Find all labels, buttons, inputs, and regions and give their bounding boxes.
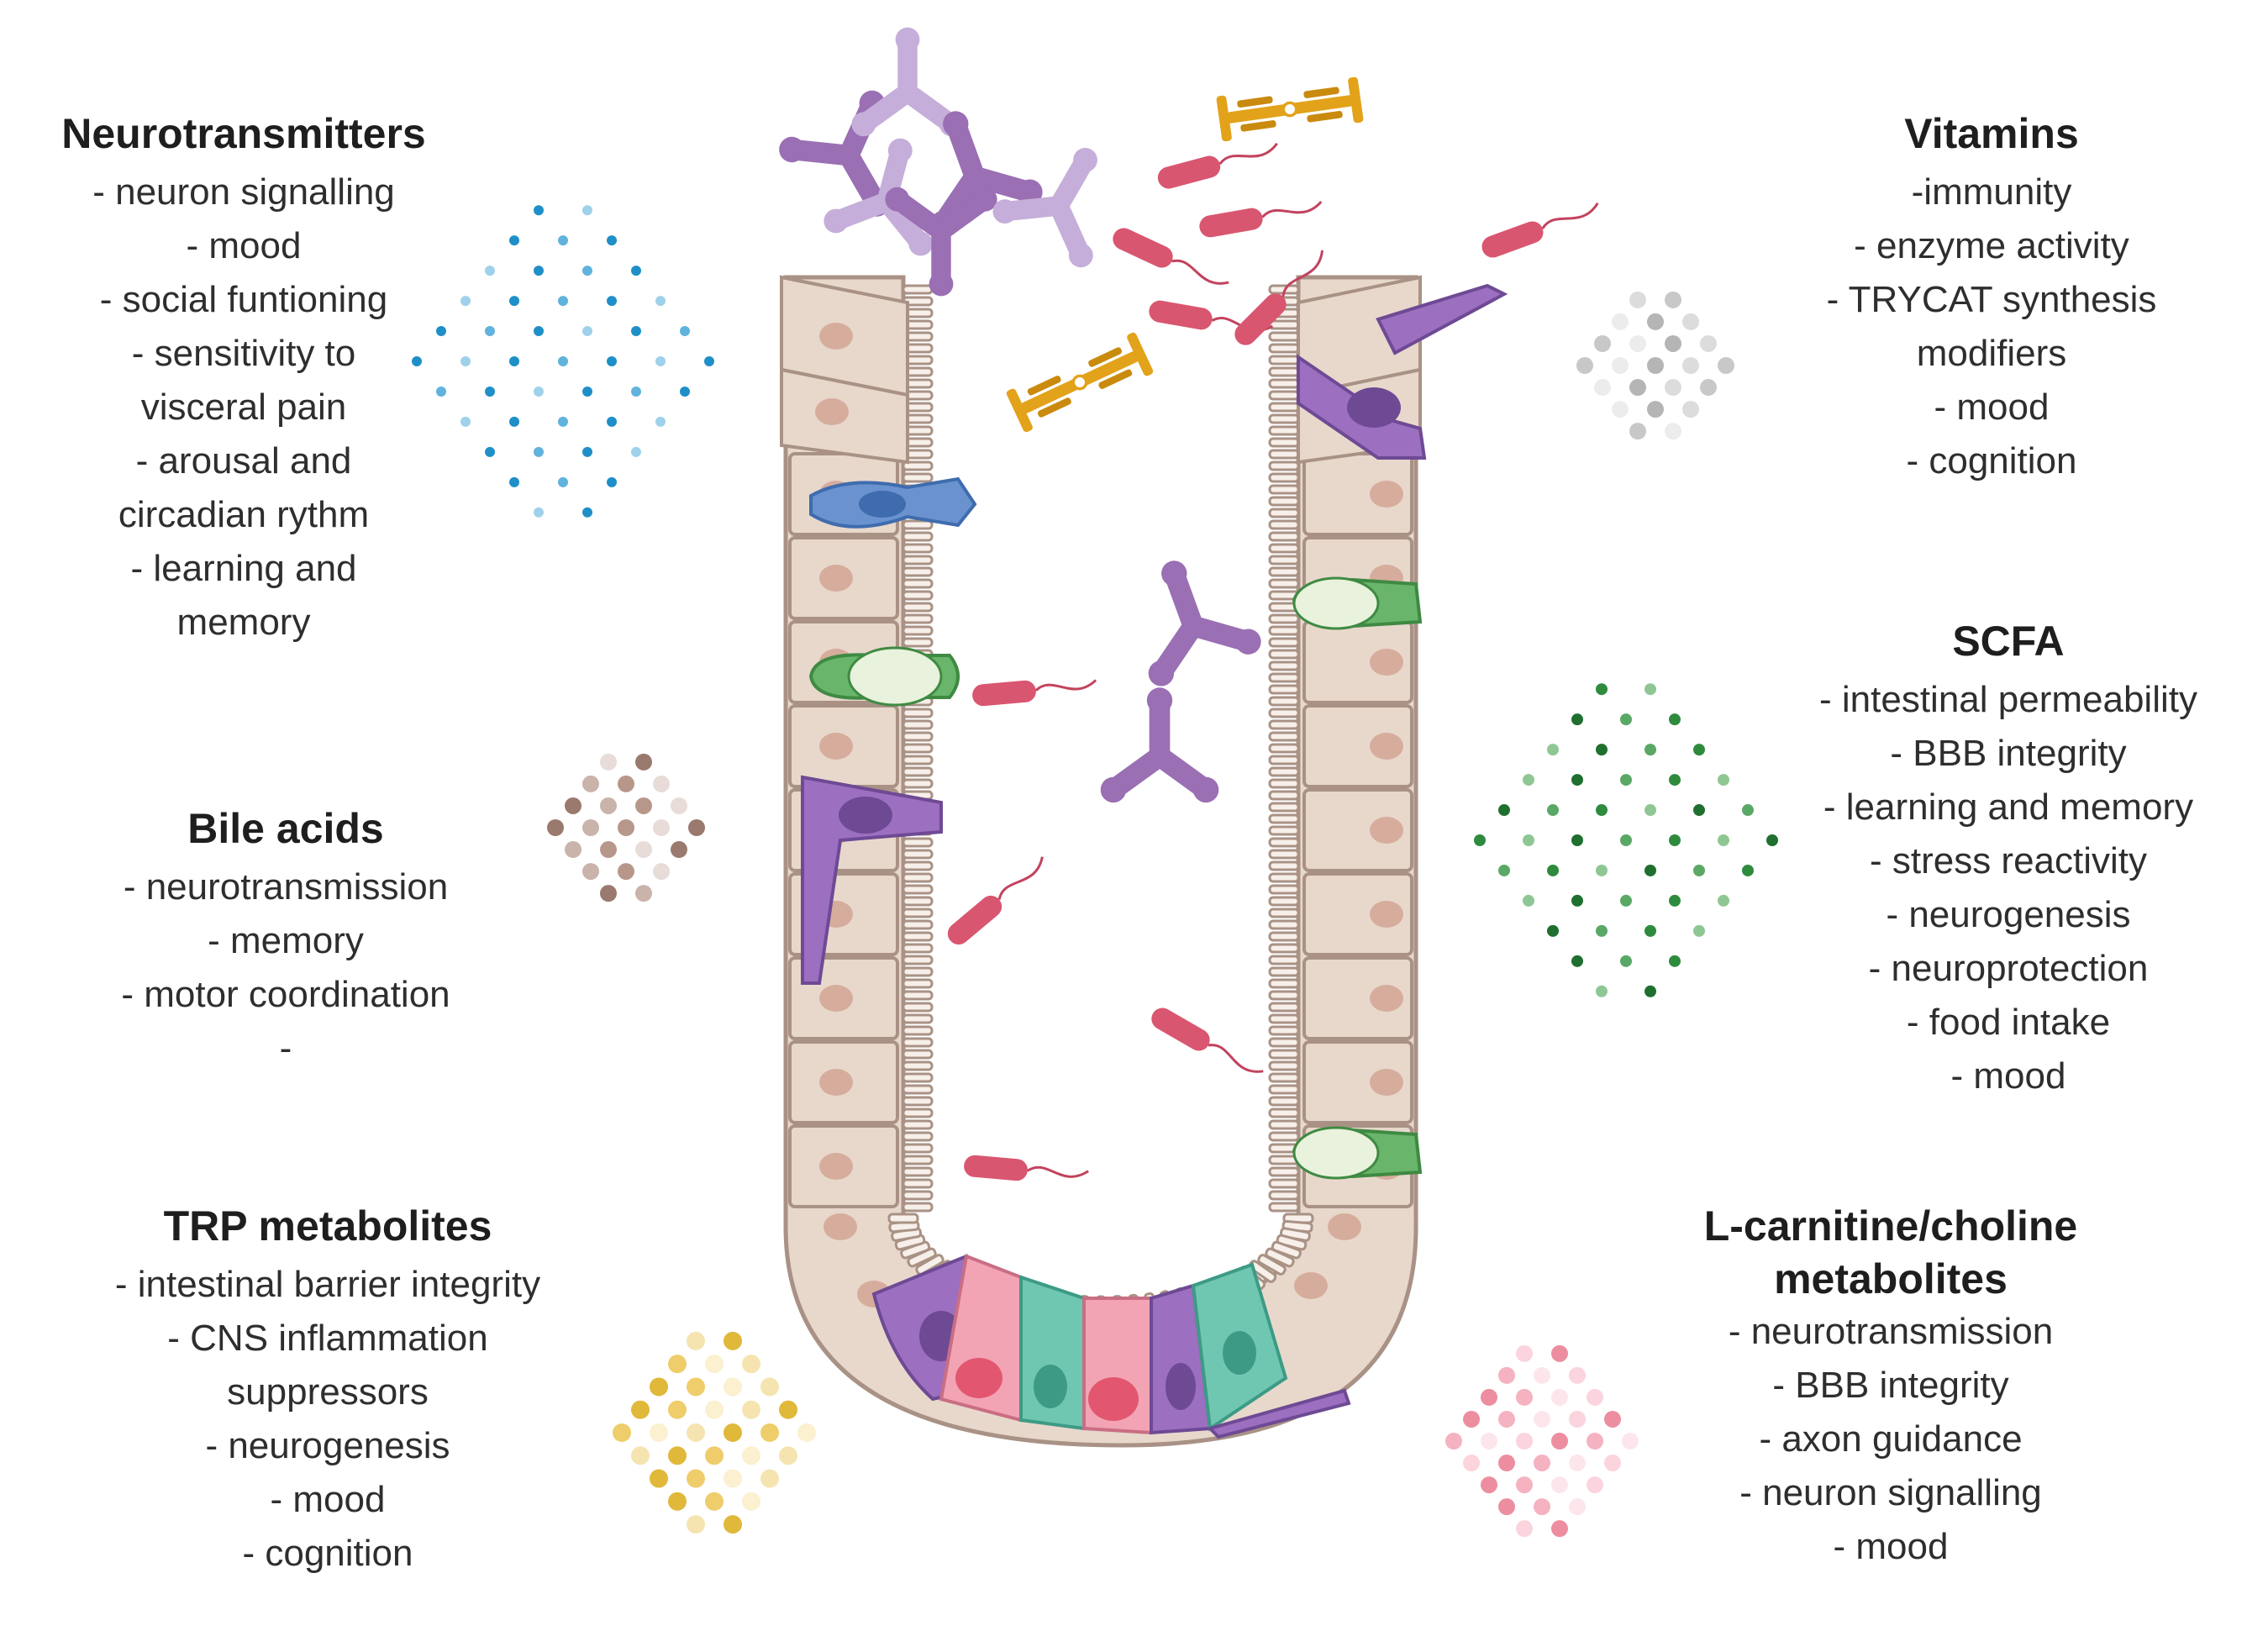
list-item: - neurotransmission [123,865,449,908]
list-item: - intestinal barrier integrity [114,1263,541,1305]
list-item: - mood [1934,386,2050,428]
list-item: -immunity [1911,171,2072,213]
list-item: - neurogenesis [1886,893,2131,935]
trp-block: TRP metabolites - intestinal barrier int… [76,1200,580,1581]
lcarnitine-dots [1445,1344,1639,1538]
list-item: - mood [1950,1055,2066,1097]
neurotransmitters-list: - neuron signalling - mood - social funt… [34,166,454,650]
list-item: modifiers [1916,332,2067,374]
list-item: - [279,1027,292,1069]
neurotransmitters-title: Neurotransmitters [61,110,426,157]
vitamins-block: Vitamins -immunity - enzyme activity - T… [1798,108,2185,488]
list-item: - mood [1833,1526,1949,1567]
vitamins-title: Vitamins [1904,110,2079,157]
list-item: memory [176,601,311,643]
lcarnitine-list: - neurotransmission - BBB integrity - ax… [1672,1305,2109,1574]
list-item: - neuroprotection [1868,947,2149,989]
goblet-cell-right [1292,576,1423,630]
list-item: - axon guidance [1759,1418,2023,1460]
list-item: - sensitivity to [131,332,356,374]
scfa-dots [1474,683,1778,997]
list-item: - BBB integrity [1772,1365,2009,1406]
list-item: - neurogenesis [205,1424,450,1466]
list-item: - enzyme activity [1854,224,2129,266]
lcarnitine-title-line2: metabolites [1774,1255,2008,1302]
goblet-cell-left [808,646,960,707]
list-item: - cognition [242,1532,413,1574]
list-item: - mood [270,1478,386,1520]
scfa-block: SCFA - intestinal permeability - BBB int… [1773,615,2244,1103]
list-item: - learning and [130,547,357,589]
list-item: circadian rythm [118,493,370,535]
list-item: - social funtioning [99,278,388,320]
trp-title: TRP metabolites [163,1202,492,1250]
list-item: - memory [208,919,364,961]
crypt-base-cells [871,1254,1351,1439]
list-item: visceral pain [140,386,347,428]
lcarnitine-block: L-carnitine/choline metabolites - neurot… [1672,1200,2109,1574]
enteroendocrine-cell-right-top [1297,283,1508,460]
scfa-list: - intestinal permeability - BBB integrit… [1773,673,2244,1103]
list-item: - TRYCAT synthesis [1826,278,2157,320]
list-item: - CNS inflammation [167,1317,488,1359]
trp-list: - intestinal barrier integrity - CNS inf… [76,1258,580,1581]
list-item: - stress reactivity [1869,839,2148,881]
left-villus-top [780,275,909,465]
list-item: - cognition [1906,439,2077,481]
list-item: - neurotransmission [1728,1311,2054,1352]
list-item: suppressors [227,1371,429,1413]
list-item: - learning and memory [1823,786,2194,828]
right-column-cells [1294,452,1413,1299]
lcarnitine-title-line1: L-carnitine/choline [1703,1202,2078,1250]
list-item: - intestinal permeability [1819,678,2197,720]
list-item: - motor coordination [121,973,450,1015]
list-item: - BBB integrity [1890,732,2127,774]
vitamins-dots [1576,291,1734,440]
trp-dots [613,1331,816,1534]
goblet-cell-right-lower [1292,1126,1423,1180]
list-item: - neuron signalling [1739,1472,2042,1513]
bile-acids-block: Bile acids - neurotransmission - memory … [76,802,496,1076]
lcarnitine-title: L-carnitine/choline metabolites [1672,1200,2109,1305]
bile-acids-dots [547,753,705,902]
neurotransmitters-block: Neurotransmitters - neuron signalling - … [34,108,454,650]
scfa-title: SCFA [1952,618,2065,665]
brush-border [887,284,1314,1327]
vitamins-list: -immunity - enzyme activity - TRYCAT syn… [1798,166,2185,488]
list-item: - mood [186,224,302,266]
list-item: - food intake [1906,1001,2111,1043]
enteroendocrine-cell-left [801,775,943,985]
bile-acids-title: Bile acids [187,805,384,852]
bile-acids-list: - neurotransmission - memory - motor coo… [76,860,496,1076]
list-item: - neuron signalling [92,171,395,213]
list-item: - arousal and [135,439,352,481]
neurotransmitters-dots [412,205,714,518]
tuft-cell [809,476,977,529]
